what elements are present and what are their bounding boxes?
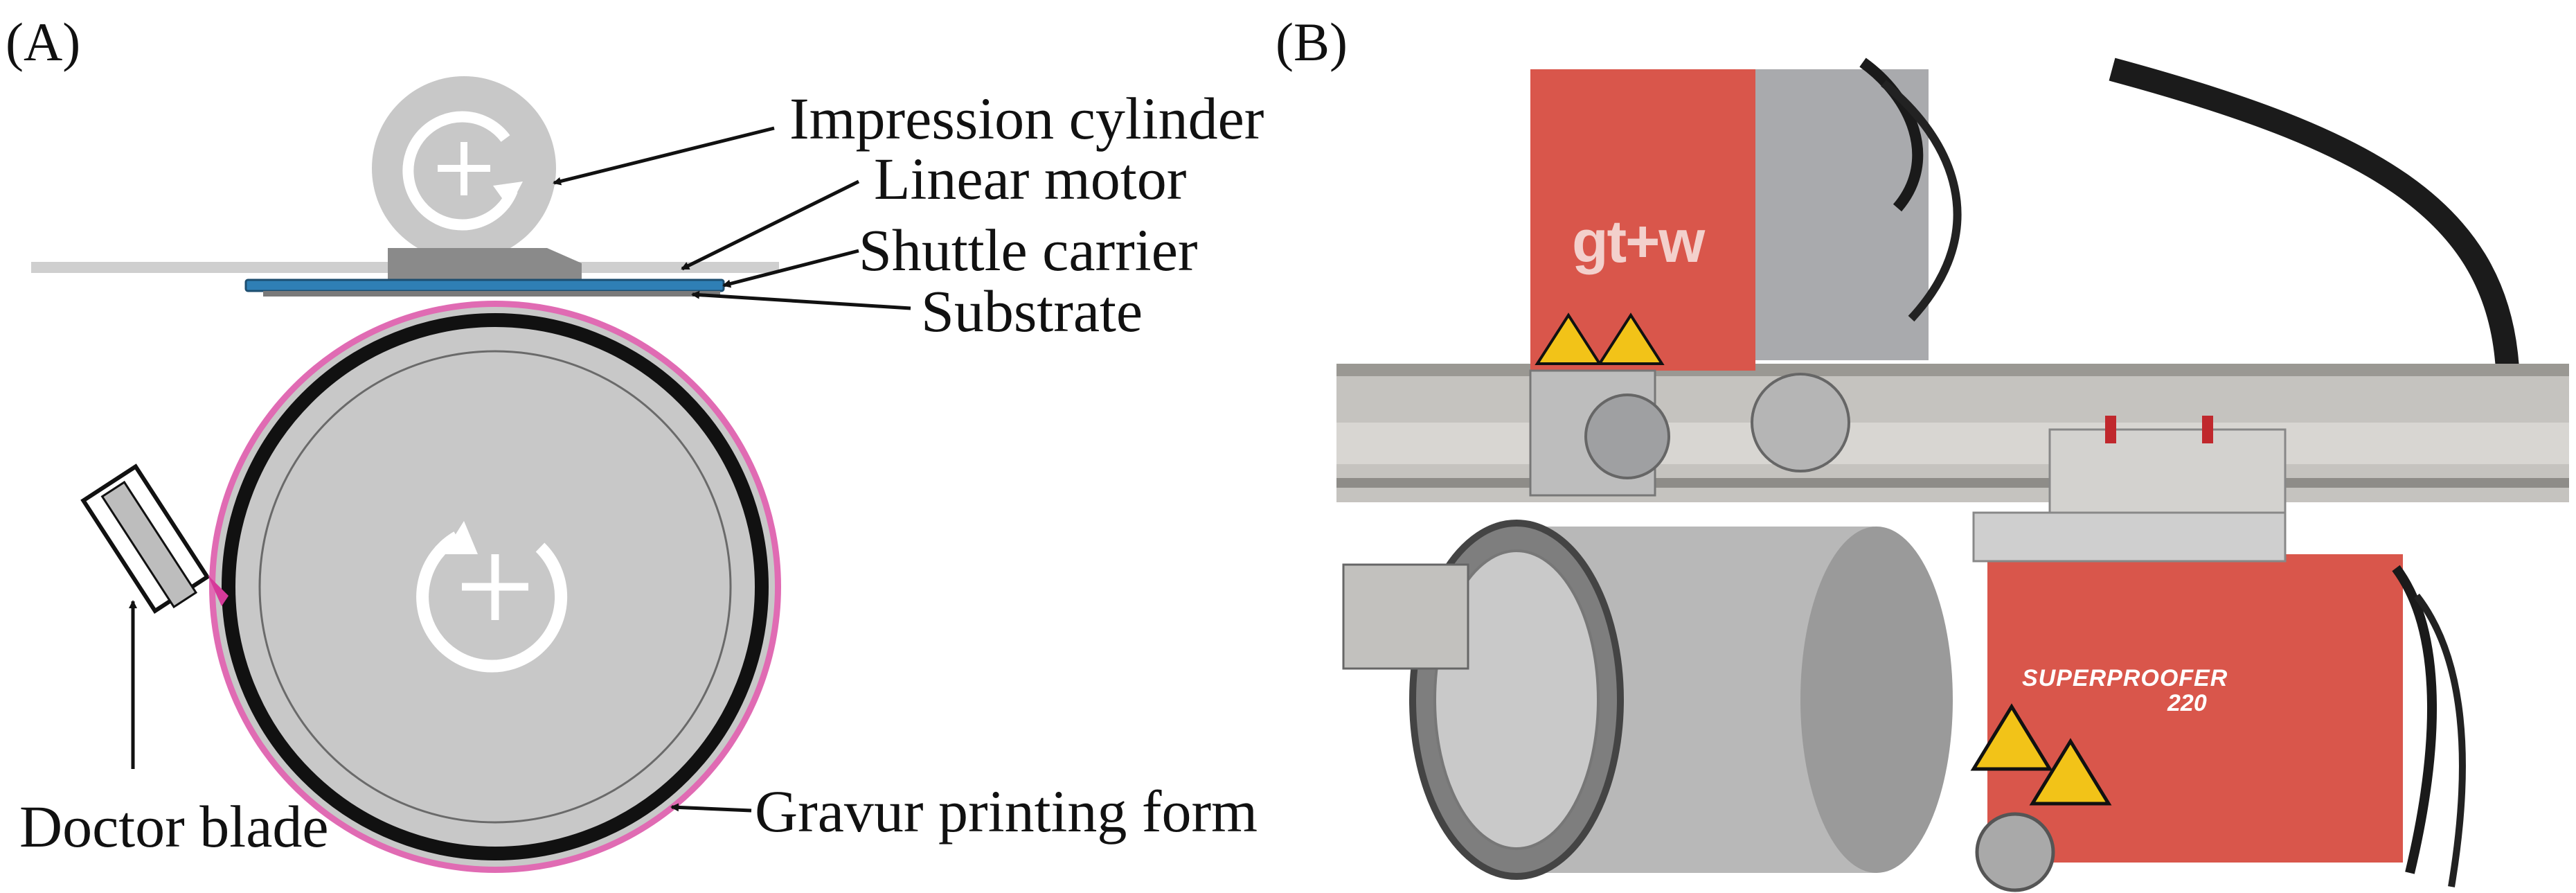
warning-label-icon xyxy=(1535,312,1602,365)
label-impression-cylinder: Impression cylinder xyxy=(789,85,1264,152)
arrow-carrier xyxy=(722,249,859,288)
arrow-substrate xyxy=(691,290,911,310)
arrow-motor xyxy=(681,179,860,271)
linear-motor xyxy=(388,248,582,283)
label-gravure-form: Gravur printing form xyxy=(755,778,1258,845)
warning-label-icon xyxy=(1597,312,1665,365)
superproofer-housing xyxy=(1987,554,2403,863)
plus-icon xyxy=(462,554,528,620)
label-doctor-blade: Doctor blade xyxy=(19,793,329,860)
rotation-arrow-icon xyxy=(416,531,568,673)
plus-icon xyxy=(438,142,490,195)
label-substrate: Substrate xyxy=(921,278,1143,344)
machine-model: 220 xyxy=(2167,690,2207,716)
label-linear-motor: Linear motor xyxy=(874,145,1187,212)
gravure-schematic xyxy=(31,76,911,873)
panel-a-label: (A) xyxy=(6,12,81,72)
doctor-blade xyxy=(80,463,211,614)
rotation-arrow-icon xyxy=(402,111,518,231)
warning-label-icon xyxy=(1970,703,2053,771)
arrow-impression xyxy=(553,126,775,186)
label-shuttle-carrier: Shuttle carrier xyxy=(859,217,1198,283)
machine-name: SUPERPROOFER xyxy=(2022,665,2228,691)
brand-logo: gt+w xyxy=(1572,209,1705,275)
substrate xyxy=(263,291,720,297)
gravure-printing-form xyxy=(209,301,781,873)
gravure-cylinder xyxy=(1409,520,1953,880)
arrow-form xyxy=(670,803,752,813)
panel-b-label: (B) xyxy=(1276,12,1348,72)
warning-label-icon xyxy=(2029,738,2112,806)
impression-cylinder xyxy=(372,76,556,260)
